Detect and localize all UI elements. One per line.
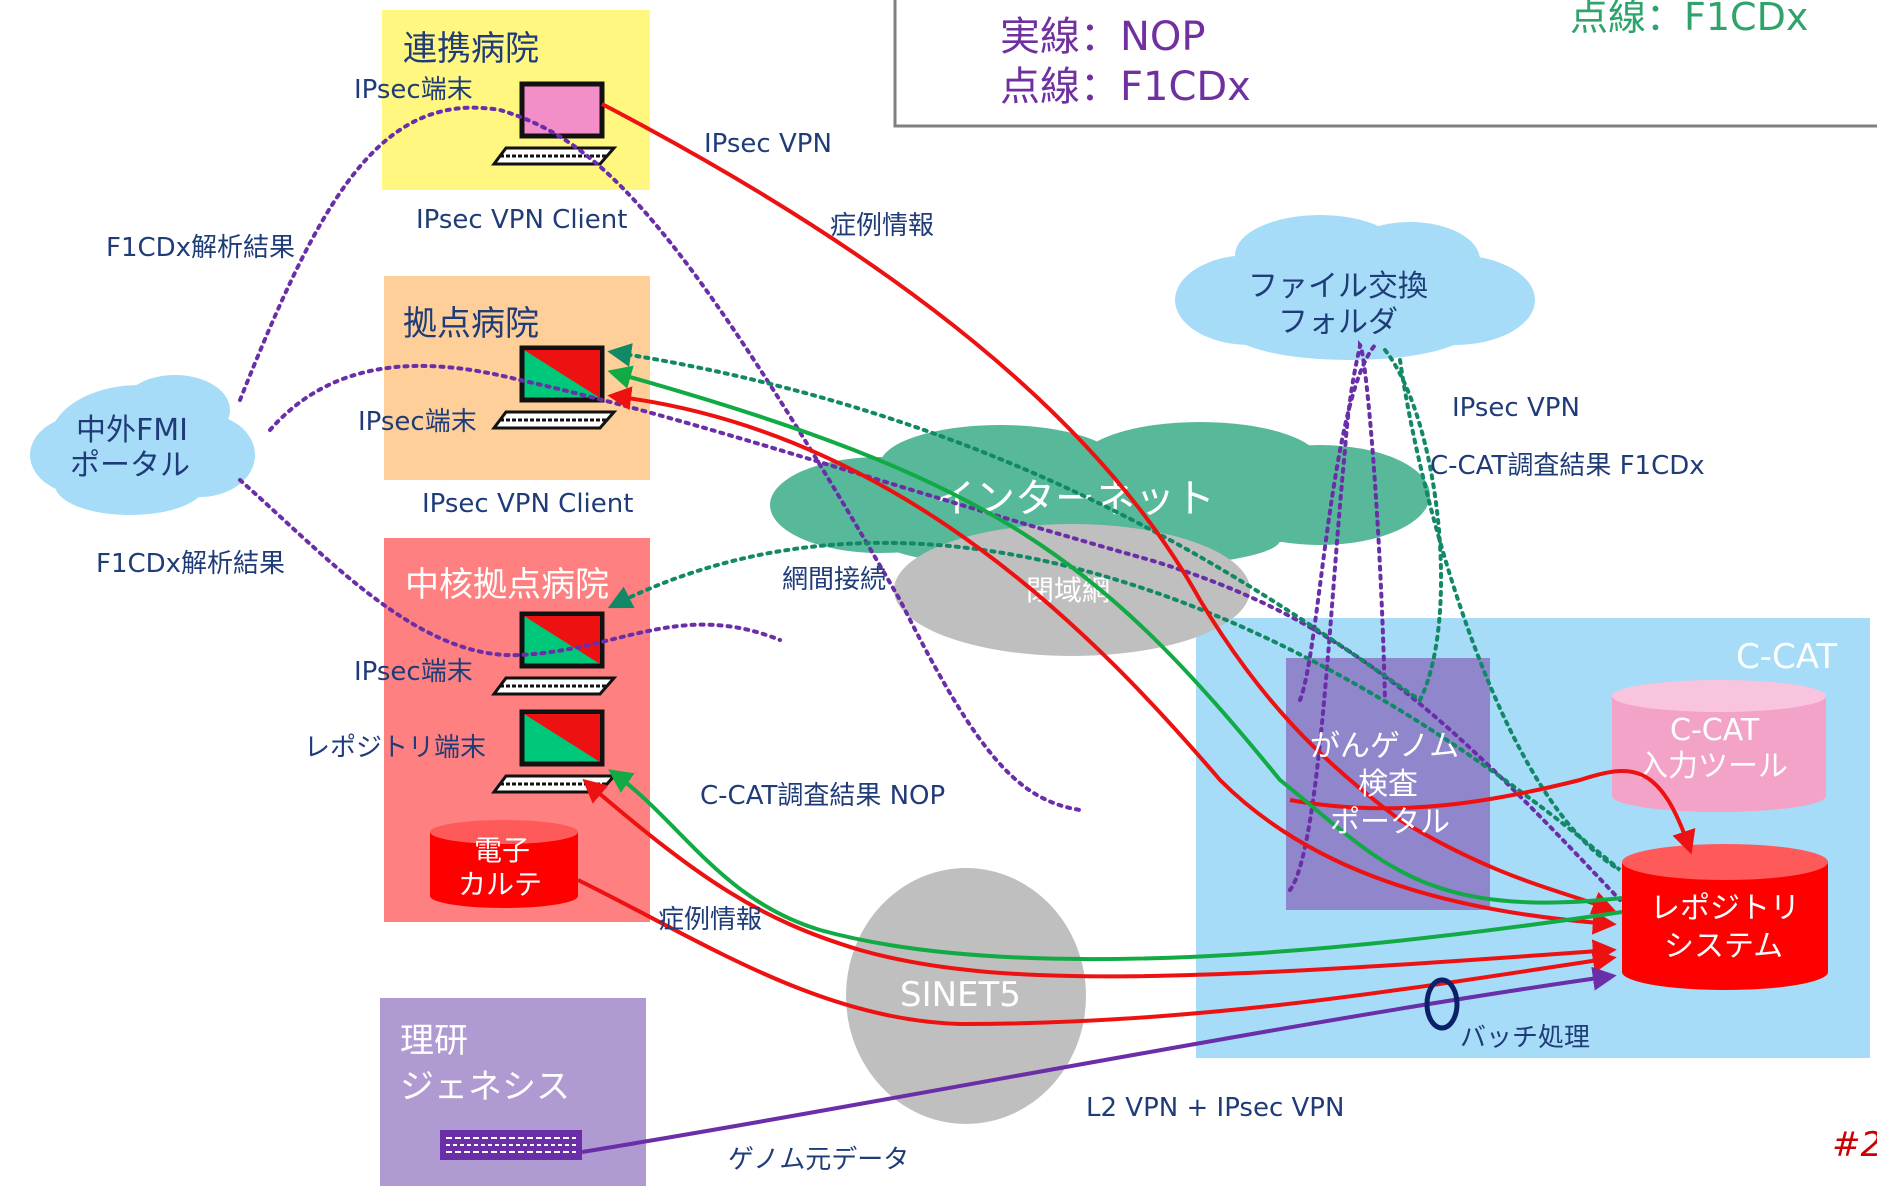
ccat-input-line2: 入力ツール <box>1638 749 1788 784</box>
fmi-portal-line1: 中外FMI <box>76 413 188 448</box>
laptop-icon-kyoten <box>491 345 618 430</box>
legend-solid-nop: 実線：NOP <box>1000 14 1206 60</box>
renkei-ipsec-terminal-label: IPsec端末 <box>354 75 473 105</box>
case-info-bottom-label: 症例情報 <box>658 905 762 935</box>
emr-line2: カルテ <box>458 868 542 901</box>
renkei-hospital-title: 連携病院 <box>403 29 539 69</box>
kyoten-hospital-title: 拠点病院 <box>403 304 539 344</box>
batch-marker <box>1424 977 1460 1031</box>
file-exchange-folder-cloud <box>1175 215 1535 360</box>
ccat-input-line1: C-CAT <box>1670 713 1760 748</box>
portal-line2: 検査 <box>1358 767 1418 802</box>
ccat-result-nop-flows <box>607 365 1623 962</box>
genome-data-label: ゲノム元データ <box>728 1145 909 1175</box>
f1cdx-result-upper-label: F1CDx解析結果 <box>106 233 295 263</box>
closed-network-label: 閉域網 <box>1026 574 1110 607</box>
file-exchange-line1: ファイル交換 <box>1248 269 1428 304</box>
sinet5-label: SINET5 <box>900 975 1021 1015</box>
ccat-result-nop-label: C-CAT調査結果 NOP <box>700 781 945 811</box>
fmi-portal-cloud <box>30 375 255 515</box>
kyoten-ipsec-terminal-label: IPsec端末 <box>358 407 477 437</box>
repository-to-kyoten-green <box>607 365 1623 905</box>
repository-to-chukaku-green <box>608 769 1623 962</box>
legend-box: 実線：NOP 点線：F1CDx 点線：F1CDx <box>893 0 1877 128</box>
server-icon <box>440 1130 582 1160</box>
legend-dotted-f1cdx-right: 点線：F1CDx <box>1570 0 1808 39</box>
riken-title-line1: 理研 <box>400 1021 468 1061</box>
genome-data-line <box>581 966 1617 1154</box>
portal-line1: がんゲノム <box>1310 729 1459 764</box>
kyoten-ipsec-client-label: IPsec VPN Client <box>422 489 633 519</box>
laptop-icon-chukaku-ipsec <box>491 611 618 696</box>
kyoten-hospital-box <box>384 276 650 480</box>
l2vpn-label: L2 VPN + IPsec VPN <box>1086 1093 1344 1123</box>
inter-network-label: 網間接続 <box>782 565 886 595</box>
repository-line2: システム <box>1664 929 1783 964</box>
chukaku-ipsec-terminal-label: IPsec端末 <box>354 657 473 687</box>
repo-terminal-case-info-line <box>582 778 1617 979</box>
emr-cylinder <box>430 820 578 908</box>
case-info-top-label: 症例情報 <box>830 211 934 241</box>
renkei-ipsec-client-label: IPsec VPN Client <box>416 205 627 235</box>
slide-number: #2 <box>1832 1125 1877 1165</box>
emr-line1: 電子 <box>474 834 530 867</box>
batch-label: バッチ処理 <box>1460 1023 1590 1053</box>
riken-title-line2: ジェネシス <box>400 1067 570 1107</box>
repository-line1: レポジトリ <box>1650 891 1800 926</box>
ccat-result-f1cdx-label: C-CAT調査結果 F1CDx <box>1430 451 1705 481</box>
chukaku-hospital-title: 中核拠点病院 <box>405 565 609 605</box>
input-tool-to-repository-line <box>1289 769 1696 855</box>
ipsec-vpn-right-label: IPsec VPN <box>1452 393 1580 423</box>
internet-label: インターネット <box>935 476 1215 522</box>
ipsec-vpn-top-label: IPsec VPN <box>704 129 832 159</box>
chukaku-repo-terminal-label: レポジトリ端末 <box>304 733 486 763</box>
portal-line3: ポータル <box>1330 805 1450 840</box>
fmi-portal-line2: ポータル <box>70 448 190 483</box>
f1cdx-result-lower-label: F1CDx解析結果 <box>96 549 285 579</box>
ccat-title: C-CAT <box>1736 637 1837 677</box>
file-exchange-line2: フォルダ <box>1278 305 1398 340</box>
legend-dotted-f1cdx: 点線：F1CDx <box>1000 64 1251 110</box>
